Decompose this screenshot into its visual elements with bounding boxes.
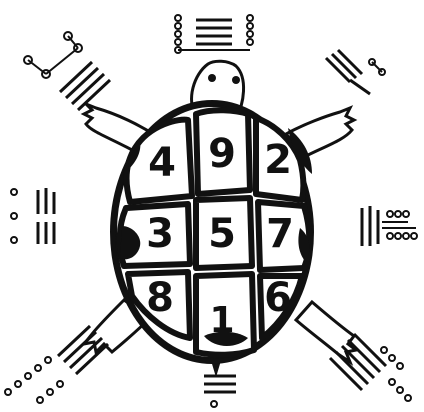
symbol-right xyxy=(362,206,417,246)
symbol-left xyxy=(11,188,54,244)
symbol-top xyxy=(175,15,253,53)
magic-square-grid: 4 9 2 3 5 7 8 1 6 xyxy=(146,131,294,341)
cell-r1c2: 9 xyxy=(208,131,236,177)
cell-r3c2: 1 xyxy=(209,300,234,341)
cell-r2c3: 7 xyxy=(266,211,294,257)
symbol-bottom xyxy=(204,376,236,407)
cell-r3c1: 8 xyxy=(146,275,174,321)
cell-r1c3: 2 xyxy=(264,137,292,183)
cell-r2c1: 3 xyxy=(146,211,174,257)
cell-r3c3: 6 xyxy=(264,275,292,321)
left-eye-icon xyxy=(208,74,216,82)
right-eye-icon xyxy=(232,76,240,84)
cell-r2c2: 5 xyxy=(208,211,236,257)
symbol-top-left xyxy=(24,32,110,110)
cell-r1c1: 4 xyxy=(148,140,176,186)
symbol-top-right xyxy=(326,50,385,94)
